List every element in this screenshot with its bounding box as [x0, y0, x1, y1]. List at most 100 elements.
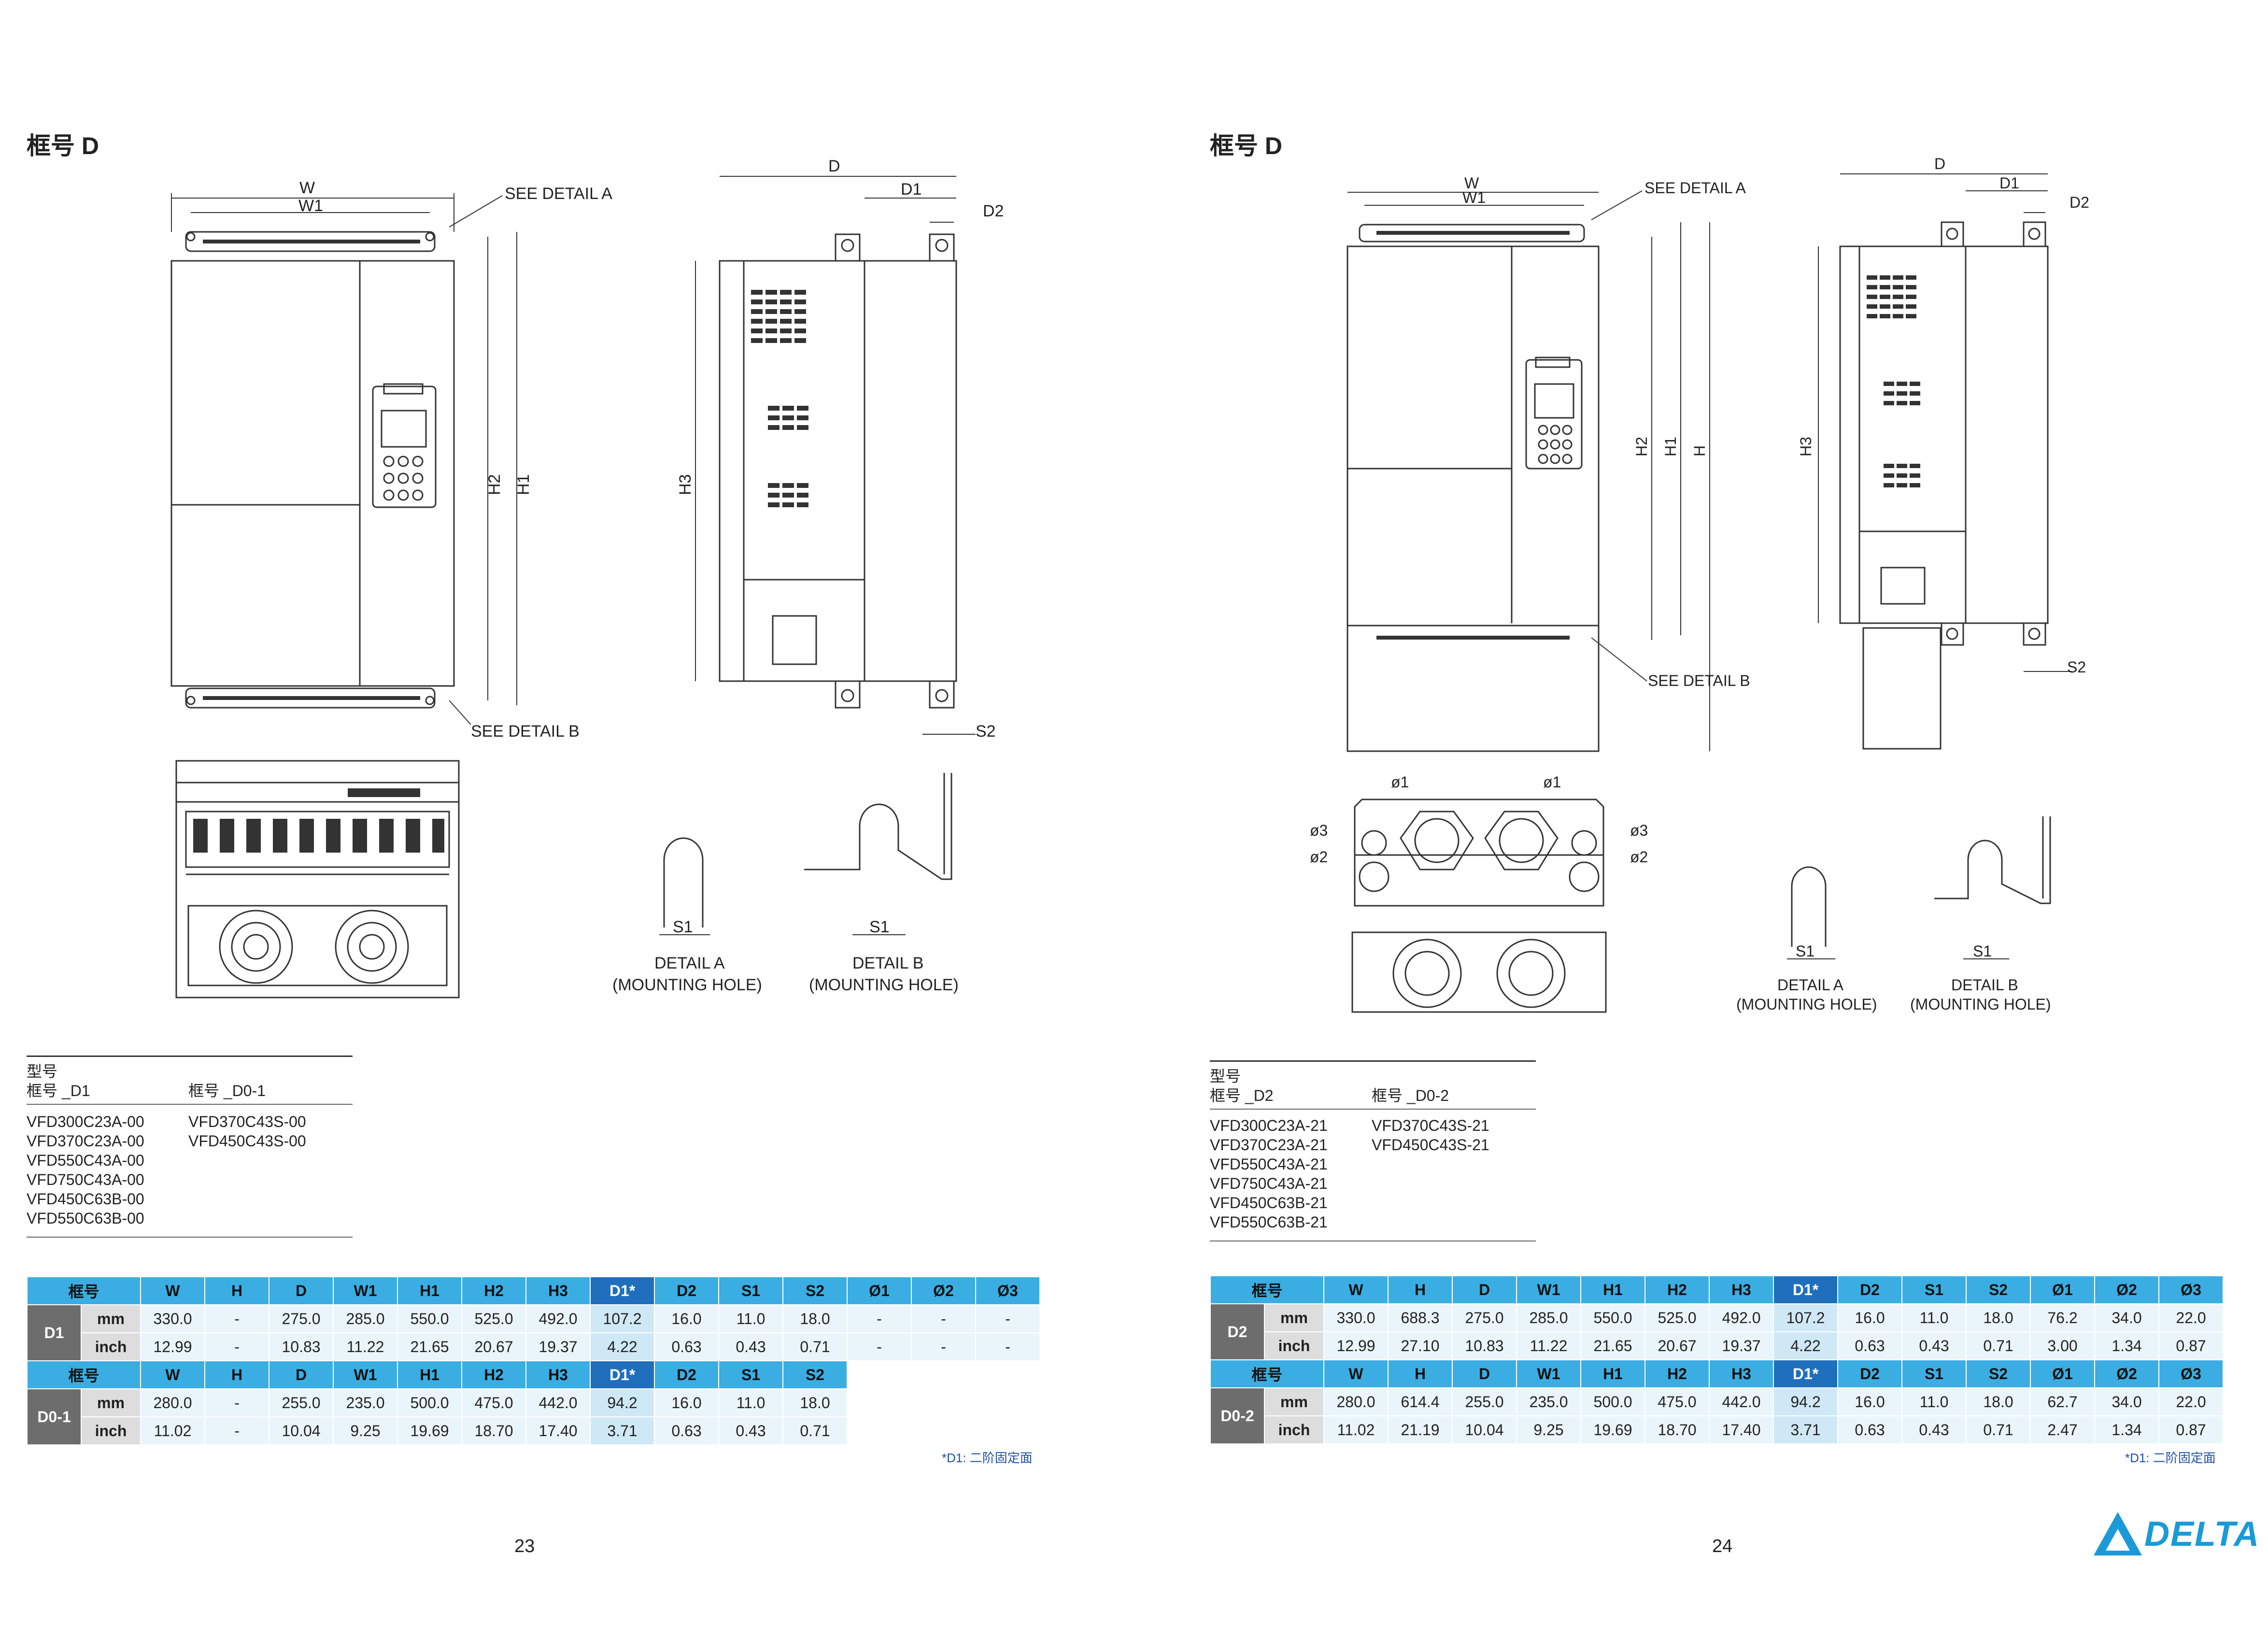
right-label-phi2-right: ø2	[1630, 848, 1648, 866]
table-row: 框号 W H D W1 H1 H2 H3 D1* D2 S1 S2 Ø1 Ø2 …	[1209, 1275, 2224, 1304]
list-item: VFD370C43S-00	[188, 1113, 306, 1130]
right-label-h: H	[1691, 445, 1708, 456]
table-cell: 4.22	[1773, 1331, 1839, 1360]
right-label-d1: D1	[1999, 174, 2019, 192]
table-cell: -	[204, 1416, 270, 1445]
table-cell: -	[204, 1304, 270, 1333]
table-row: D2 mm 330.0 688.3 275.0 285.0 550.0 525.…	[1210, 1303, 2224, 1360]
right-label-see-detail-a: SEE DETAIL A	[1644, 179, 1746, 197]
table-cell: 1.34	[2094, 1415, 2160, 1444]
table-cell: 255.0	[1452, 1387, 1517, 1416]
table-cell: 330.0	[140, 1304, 206, 1333]
left-label-d1: D1	[901, 180, 921, 199]
table-cell: 12.99	[140, 1332, 206, 1361]
right-page-number: 24	[1712, 1536, 1733, 1556]
left-page-heading: 框号 D	[27, 132, 99, 159]
table-cell: 0.43	[1901, 1415, 1967, 1444]
table-header-cell: D1*	[590, 1276, 655, 1305]
table-header-cell: Ø1	[2030, 1275, 2096, 1304]
unit-cell: mm	[80, 1304, 142, 1333]
table-cell: 94.2	[590, 1388, 655, 1417]
left-label-w1: W1	[298, 197, 323, 215]
table-header-cell: 框号	[1209, 1275, 1325, 1304]
table-header-cell: Ø3	[975, 1276, 1041, 1305]
left-label-h3: H3	[676, 474, 695, 495]
table-cell: 18.70	[1644, 1415, 1710, 1444]
left-label-see-detail-a: SEE DETAIL A	[505, 185, 612, 203]
table-row: 框号 W H D W1 H1 H2 H3 D1* D2 S1 S2 Ø1 Ø2 …	[26, 1276, 1041, 1305]
left-spec-table: 框号 W H D W1 H1 H2 H3 D1* D2 S1 S2 Ø1 Ø2 …	[26, 1276, 1041, 1445]
table-header-cell: Ø1	[847, 1276, 912, 1305]
table-cell: 475.0	[1644, 1387, 1710, 1416]
table-cell: 22.0	[2158, 1387, 2224, 1416]
left-models-title: 型号	[27, 1063, 58, 1080]
table-header-cell: W1	[333, 1276, 398, 1305]
table-cell: 19.69	[1580, 1415, 1646, 1444]
table-cell: 255.0	[269, 1388, 334, 1417]
right-detail-a-caption: (MOUNTING HOLE)	[1736, 996, 1877, 1013]
table-cell: 17.40	[1709, 1415, 1774, 1444]
right-label-phi3-left: ø3	[1310, 822, 1328, 839]
table-cell: 9.25	[1516, 1415, 1582, 1444]
left-models-col2-list: VFD370C43S-00 VFD450C43S-00	[188, 1112, 306, 1151]
table-cell: 235.0	[333, 1388, 398, 1417]
right-detail-b-s1: S1	[1973, 942, 1992, 960]
table-cell: 0.71	[782, 1416, 848, 1445]
table-header-cell: H	[1388, 1359, 1453, 1388]
list-item: VFD300C23A-00	[27, 1113, 144, 1130]
table-header-cell: W	[1323, 1359, 1389, 1388]
table-cell: 18.0	[1966, 1387, 2031, 1416]
table-row: 框号 W H D W1 H1 H2 H3 D1* D2 S1 S2	[26, 1360, 1041, 1389]
table-header-cell: D2	[1837, 1275, 1903, 1304]
right-label-d: D	[1934, 155, 1945, 172]
table-header-cell: D1*	[590, 1360, 655, 1389]
right-label-w: W	[1464, 174, 1479, 192]
left-detail-a-caption: (MOUNTING HOLE)	[612, 976, 762, 994]
table-header-cell: W	[1323, 1275, 1389, 1304]
table-header-cell: S1	[718, 1276, 784, 1305]
table-header-cell: S2	[1966, 1275, 2031, 1304]
left-models-col1-header: 框号 _D1	[27, 1082, 90, 1099]
frame-cell: D0-1	[27, 1388, 82, 1445]
table-cell: 280.0	[1323, 1387, 1389, 1416]
table-header-cell: W	[140, 1360, 206, 1389]
table-cell: 0.71	[1966, 1415, 2031, 1444]
table-cell: 16.0	[654, 1388, 720, 1417]
left-detail-b-caption: (MOUNTING HOLE)	[809, 976, 959, 994]
table-cell: 3.71	[1773, 1415, 1839, 1444]
right-detail-a-s1: S1	[1796, 942, 1814, 960]
table-cell: 500.0	[1580, 1387, 1646, 1416]
table-header-cell: D2	[1837, 1359, 1903, 1388]
table-cell: -	[204, 1332, 270, 1361]
table-cell: 76.2	[2030, 1303, 2096, 1332]
table-header-cell: H1	[1580, 1359, 1646, 1388]
table-cell: 10.04	[1452, 1415, 1517, 1444]
table-header-cell: Ø3	[2158, 1359, 2224, 1388]
list-item: VFD550C43A-00	[27, 1152, 144, 1169]
right-models-col2-list: VFD370C43S-21 VFD450C43S-21	[1372, 1116, 1489, 1155]
table-cell: 19.37	[525, 1332, 591, 1361]
table-cell: 0.71	[1966, 1331, 2031, 1360]
right-footnote: *D1: 二阶固定面	[2125, 1451, 2216, 1465]
right-label-h2: H2	[1633, 437, 1650, 456]
table-cell: 20.67	[461, 1332, 527, 1361]
table-cell: 21.65	[1580, 1331, 1646, 1360]
table-cell: 688.3	[1388, 1303, 1453, 1332]
table-cell: 475.0	[461, 1388, 527, 1417]
table-cell: 34.0	[2094, 1303, 2160, 1332]
table-row: 框号 W H D W1 H1 H2 H3 D1* D2 S1 S2 Ø1 Ø2 …	[1209, 1359, 2224, 1388]
table-row: D0-1 mm 280.0 - 255.0 235.0 500.0 475.0 …	[27, 1388, 1041, 1445]
table-cell: 525.0	[1644, 1303, 1710, 1332]
left-models-col1-list: VFD300C23A-00 VFD370C23A-00 VFD550C43A-0…	[27, 1112, 144, 1228]
table-cell: 550.0	[397, 1304, 463, 1333]
table-cell: 9.25	[333, 1416, 398, 1445]
table-header-cell: H1	[397, 1276, 463, 1305]
blank-cell	[847, 1360, 1041, 1389]
unit-cell: inch	[80, 1416, 142, 1445]
delta-logo-text: DELTA	[2144, 1515, 2260, 1554]
right-label-phi1-left: ø1	[1391, 773, 1409, 791]
table-cell: 442.0	[525, 1388, 591, 1417]
table-cell: 492.0	[1709, 1303, 1774, 1332]
table-cell: 34.0	[2094, 1387, 2160, 1416]
list-item: VFD300C23A-21	[1210, 1117, 1328, 1134]
